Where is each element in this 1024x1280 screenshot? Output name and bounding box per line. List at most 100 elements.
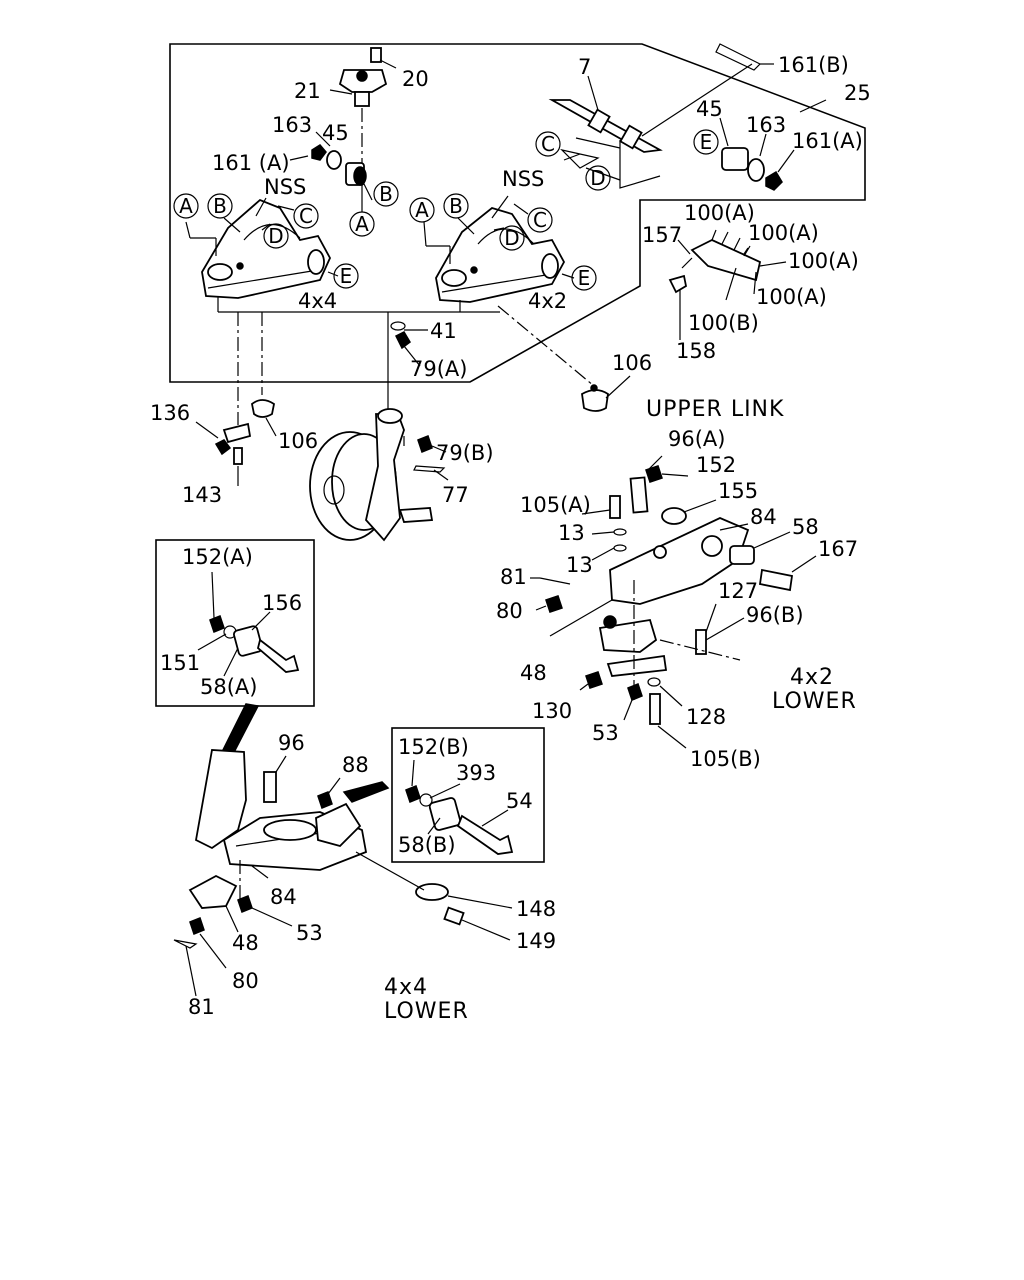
bump-stopper-left [214,399,276,465]
leader-lines [185,59,827,997]
part-label: 155 [718,479,758,503]
circled-letters: A B C D E A B C D E A B C D E [173,129,719,291]
part-label: 20 [402,67,429,91]
part-label: 106 [612,351,652,375]
circled-letter-e-bushing: E [693,129,719,155]
circled-letter-c-4x4: C [293,203,319,229]
circled-letter-e-4x4: E [333,263,359,289]
circled-letter-d-shaft: D [585,165,611,191]
part-labels: 20 21 163 45 161 (A) NSS 7 161(B) 25 45 … [150,53,871,1019]
part-label: 100(B) [688,311,759,335]
part-label: 4x4 [298,289,337,313]
section-title-4x4: 4x4 [384,975,428,1000]
part-label: 151 [160,651,200,675]
steering-knuckle [309,408,434,542]
part-label: 58(B) [398,833,456,857]
upper-arm-4x4 [201,198,332,299]
part-label: 53 [592,721,619,745]
svg-text:D: D [590,166,605,190]
circled-letter-c-shaft: C [535,131,561,157]
section-title-4x4-lower: LOWER [384,999,469,1024]
part-label: 84 [750,505,777,529]
part-label: 79(B) [436,441,494,465]
circled-letter-e-4x2: E [571,265,597,291]
part-label: 96 [278,731,305,755]
part-label: 13 [566,553,593,577]
part-label: 157 [642,223,682,247]
part-label: 100(A) [788,249,859,273]
upper-link-bushing-left [311,144,367,186]
svg-text:C: C [299,204,313,228]
part-label: 136 [150,401,190,425]
part-label: 161(A) [792,129,863,153]
part-label: 41 [430,319,457,343]
circled-letter-b-4x4: B [207,193,233,219]
part-label: 79(A) [410,357,467,381]
circled-letter-d-4x2: D [499,225,525,251]
upper-ball-joint [338,47,388,175]
part-label: 48 [232,931,259,955]
part-label: 54 [506,789,533,813]
part-label: 45 [322,121,349,145]
part-label: 152 [696,453,736,477]
knuckle-fasteners [390,321,446,473]
part-label: 77 [442,483,469,507]
part-label: 167 [818,537,858,561]
svg-text:D: D [504,226,519,250]
part-label: 80 [496,599,523,623]
part-label: 161(B) [778,53,849,77]
section-title-4x2-lower: LOWER [772,689,857,714]
part-label: 100(A) [756,285,827,309]
circled-letter-a-4x4: A [173,193,199,219]
part-label: 96(A) [668,427,725,451]
part-label: 7 [578,55,591,79]
part-label: 53 [296,921,323,945]
svg-text:B: B [213,194,227,218]
part-label: 45 [696,97,723,121]
svg-text:B: B [449,194,463,218]
section-title-4x2: 4x2 [790,665,834,690]
svg-text:E: E [340,264,353,288]
part-label: 13 [558,521,585,545]
circled-letter-a-joint: A [349,211,375,237]
part-label: 4x2 [528,289,567,313]
upper-link-bushing-right [721,147,783,191]
part-label: NSS [502,167,544,191]
part-label: 48 [520,661,547,685]
upper-arm-shaft [548,43,762,189]
part-label: 84 [270,885,297,909]
part-label: 81 [500,565,527,589]
upper-arm-leader-lines [217,296,500,425]
part-label: 105(B) [690,747,761,771]
part-label: 158 [676,339,716,363]
circled-letter-b-joint: B [373,181,399,207]
section-titles: UPPER LINK 4x2 LOWER 4x4 LOWER [384,397,857,1024]
circled-letter-b-4x2: B [443,193,469,219]
part-label: 105(A) [520,493,591,517]
part-label: 163 [746,113,786,137]
section-title-upper-link: UPPER LINK [646,397,784,422]
bump-stopper-right [497,305,609,412]
part-label: 163 [272,113,312,137]
svg-text:A: A [355,212,369,236]
upper-link-group-outline [169,43,866,383]
part-label: 25 [844,81,871,105]
svg-text:E: E [578,266,591,290]
part-label: 148 [516,897,556,921]
svg-text:D: D [268,224,283,248]
circled-letter-a-4x2: A [409,197,435,223]
svg-text:A: A [179,194,193,218]
upper-arm-4x2 [435,207,566,303]
part-label: 106 [278,429,318,453]
circled-letter-d-4x4: D [263,223,289,249]
part-label: 88 [342,753,369,777]
lower-arm-4x4-assembly [173,749,465,949]
part-label: 127 [718,579,758,603]
svg-text:E: E [700,130,713,154]
part-label: 130 [532,699,572,723]
circled-letter-c-4x2: C [527,207,553,233]
part-label: 152(A) [182,545,253,569]
svg-text:C: C [541,132,555,156]
part-label: NSS [264,175,306,199]
